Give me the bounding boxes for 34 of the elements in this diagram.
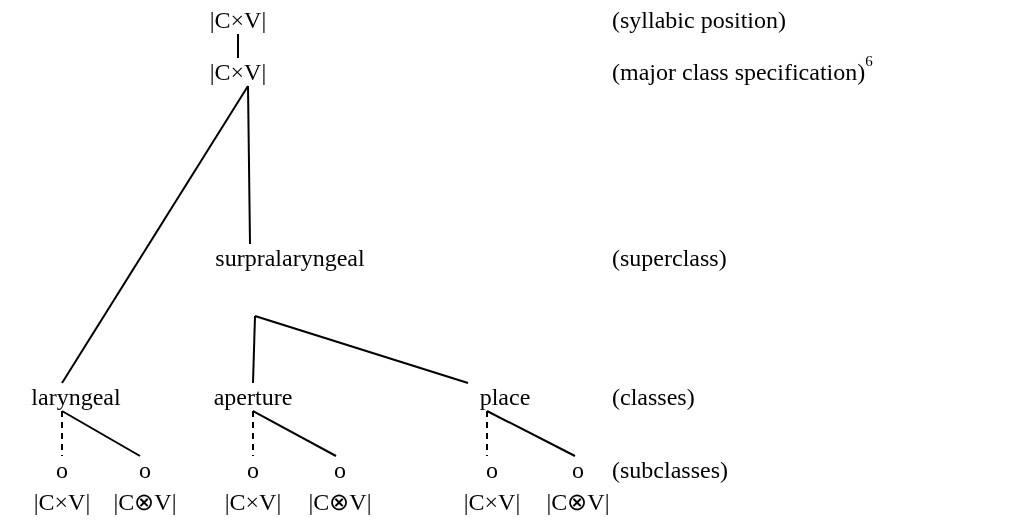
level-annotation: (syllabic position) <box>612 6 786 34</box>
node-label: surpralaryngeal <box>215 245 365 271</box>
node-label: |C×V| <box>209 59 267 85</box>
branch-line <box>486 410 576 457</box>
branch-line <box>237 33 239 59</box>
branch-line <box>247 85 251 245</box>
dashed-branch-line <box>252 410 254 457</box>
feature-label: |C×V| <box>463 488 521 516</box>
dashed-branch-line <box>61 410 63 457</box>
level-annotation: (classes) <box>612 383 695 411</box>
branch-line <box>252 315 256 384</box>
branch-line <box>252 410 337 457</box>
node-label: laryngeal <box>31 384 121 410</box>
node-label: o <box>139 457 151 483</box>
feature-label: |C×V| <box>224 488 282 516</box>
level-annotation: (major class specification)$^{6}$ <box>612 58 873 86</box>
dashed-branch-line <box>486 410 488 457</box>
branch-line <box>61 410 141 457</box>
feature-label: |C×V| <box>33 488 91 516</box>
node-label: |C×V| <box>209 7 267 33</box>
level-annotation: (subclasses) <box>612 456 728 484</box>
node-label: o <box>56 457 68 483</box>
feature-label: |C⊗V| <box>546 488 610 516</box>
level-annotation: (superclass) <box>612 244 727 272</box>
branch-line <box>61 85 249 384</box>
feature-label: |C⊗V| <box>308 488 372 516</box>
node-label: place <box>479 384 531 410</box>
feature-label: |C⊗V| <box>113 488 177 516</box>
branch-line <box>254 315 469 384</box>
node-label: o <box>572 457 584 483</box>
node-label: o <box>247 457 259 483</box>
node-label: o <box>486 457 498 483</box>
node-label: aperture <box>213 384 293 410</box>
node-label: o <box>334 457 346 483</box>
